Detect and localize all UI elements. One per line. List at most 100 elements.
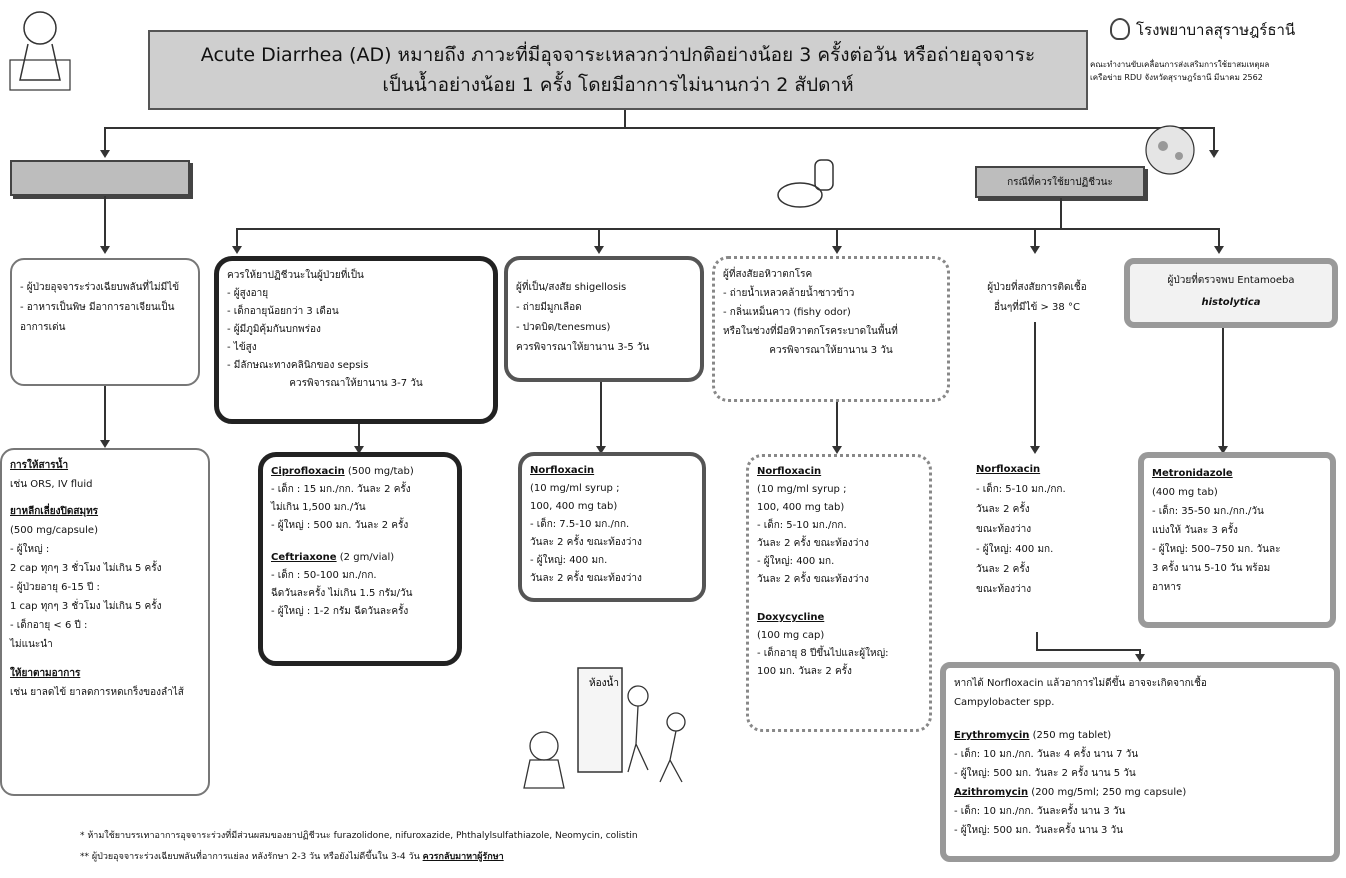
metro-name: Metronidazole (1152, 468, 1233, 479)
restroom-illustration: ห้องน้ำ (523, 667, 686, 789)
no-abx-item: - ผู้ป่วยอุจจาระร่วงเฉียบพลันที่ไม่มีไข้ (20, 282, 180, 293)
high-risk-title: ควรให้ยาปฏิชีวนะในผู้ป่วยที่เป็น (227, 270, 364, 281)
azithromycin-name: Azithromycin (954, 787, 1029, 798)
box-norfloxacin-doxycycline: Norfloxacin (10 mg/ml syrup ; 100, 400 m… (746, 454, 932, 732)
shigella-title: ผู้ที่เป็น/สงสัย shigellosis (516, 282, 627, 293)
box-cholera: ผู้ที่สงสัยอหิวาตกโรค - ถ่ายน้ำเหลวคล้าย… (712, 256, 950, 402)
cipro-line: - เด็ก : 15 มก./กก. วันละ 2 ครั้ง (271, 484, 411, 495)
norflox-chol-line: - เด็ก: 5-10 มก./กก. (757, 520, 847, 531)
title-line-1: Acute Diarrhea (AD) หมายถึง ภาวะที่มีอุจ… (200, 44, 1036, 66)
organization-header: โรงพยาบาลสุราษฎร์ธานี คณะทำงานขับเคลื่อน… (1090, 18, 1340, 84)
credit-line-1: คณะทำงานขับเคลื่อนการส่งเสริมการใช้ยาสมเ… (1090, 60, 1270, 69)
absorbent-line: - เด็กอายุ < 6 ปี : (10, 620, 88, 631)
absorbent-line: 2 cap ทุกๆ 3 ชั่วโมง ไม่เกิน 5 ครั้ง (10, 563, 162, 574)
norflox-shig-line: วันละ 2 ครั้ง ขณะท้องว่าง (530, 537, 642, 548)
category-antibiotic: กรณีที่ควรใช้ยาปฏิชีวนะ (975, 166, 1145, 198)
erythromycin-name: Erythromycin (954, 730, 1030, 741)
patient-doodle-icon (9, 11, 71, 91)
credit-line-2: เครือข่าย RDU จังหวัดสุราษฎร์ธานี มีนาคม… (1090, 73, 1263, 82)
azithromycin-line: - เด็ก: 10 มก./กก. วันละครั้ง นาน 3 วัน (954, 806, 1126, 817)
shigella-item: - ปวดบิด/tenesmus) (516, 322, 611, 333)
box-no-abx-indication: - ผู้ป่วยอุจจาระร่วงเฉียบพลันที่ไม่มีไข้… (10, 258, 200, 386)
org-name: โรงพยาบาลสุราษฎร์ธานี (1136, 21, 1296, 39)
cholera-item: - ถ่ายน้ำเหลวคล้ายน้ำซาวข้าว (723, 288, 855, 299)
high-risk-duration: ควรพิจารณาให้ยานาน 3-7 วัน (289, 378, 423, 389)
cipro-name: Ciprofloxacin (271, 466, 345, 477)
amoeba-line-2: histolytica (1201, 297, 1261, 308)
box-supportive-care: การให้สารน้ำ เช่น ORS, IV fluid ยาหลีกเล… (0, 448, 210, 796)
box-cipro-ceftriaxone: Ciprofloxacin (500 mg/tab) - เด็ก : 15 ม… (258, 452, 462, 666)
cholera-item: หรือในช่วงที่มีอหิวาตกโรคระบาดในพื้นที่ (723, 326, 898, 337)
norflox-chol-line: 100, 400 mg tab) (757, 502, 845, 513)
ceftriaxone-line: - ผู้ใหญ่ : 1-2 กรัม ฉีดวันละครั้ง (271, 606, 409, 617)
absorbent-dose: (500 mg/capsule) (10, 525, 98, 536)
footnote-2-emphasis: ควรกลับมาหาผู้รักษา (422, 852, 504, 862)
no-abx-item: - อาหารเป็นพิษ มีอาการอาเจียนเป็นอาการเด… (20, 302, 175, 333)
erythromycin-line: - ผู้ใหญ่: 500 มก. วันละ 2 ครั้ง นาน 5 ว… (954, 768, 1136, 779)
doxycycline-line: - เด็กอายุ 8 ปีขึ้นไปและผู้ใหญ่: (757, 648, 889, 659)
box-metronidazole: Metronidazole (400 mg tab) - เด็ก: 35-50… (1138, 452, 1336, 628)
norflox-chol-name: Norfloxacin (757, 466, 822, 477)
box-fever: ผู้ป่วยที่สงสัยการติดเชื้อ อื่นๆที่มีไข้… (960, 272, 1114, 322)
absorbent-line: - ผู้ป่วยอายุ 6-15 ปี : (10, 582, 100, 593)
metro-line: แบ่งให้ วันละ 3 ครั้ง (1152, 525, 1238, 536)
fluids-heading: การให้สารน้ำ (10, 460, 69, 471)
pills-icon (777, 159, 834, 208)
campylo-intro-1: หากได้ Norfloxacin แล้วอาการไม่ดีขึ้น อา… (954, 678, 1207, 689)
azithromycin-line: - ผู้ใหญ่: 500 มก. วันละครั้ง นาน 3 วัน (954, 825, 1123, 836)
absorbent-line: 1 cap ทุกๆ 3 ชั่วโมง ไม่เกิน 5 ครั้ง (10, 601, 162, 612)
norflox-fever-line: วันละ 2 ครั้ง (976, 564, 1030, 575)
absorbent-line: - ผู้ใหญ่ : (10, 544, 50, 555)
absorbent-heading: ยาหลีกเลี่ยงปิดสมุทร (10, 506, 99, 517)
norflox-shig-line: (10 mg/ml syrup ; (530, 483, 620, 494)
category-no-antibiotic (10, 160, 190, 196)
norflox-chol-line: วันละ 2 ครั้ง ขณะท้องว่าง (757, 538, 869, 549)
norflox-chol-line: - ผู้ใหญ่: 400 มก. (757, 556, 835, 567)
org-subtitle (1110, 42, 1340, 52)
ceftriaxone-dose: (2 gm/vial) (336, 552, 395, 563)
box-norfloxacin-fever: Norfloxacin - เด็ก: 5-10 มก./กก. วันละ 2… (972, 460, 1112, 630)
fever-line-1: ผู้ป่วยที่สงสัยการติดเชื้อ (987, 282, 1087, 293)
footnote-2: ** ผู้ป่วยอุจจาระร่วงเฉียบพลันที่อาการแย… (80, 849, 504, 863)
doxycycline-line: (100 mg cap) (757, 630, 825, 641)
norflox-chol-line: (10 mg/ml syrup ; (757, 484, 847, 495)
metro-line: (400 mg tab) (1152, 487, 1218, 498)
ceftriaxone-line: ฉีดวันละครั้ง ไม่เกิน 1.5 กรัม/วัน (271, 588, 413, 599)
absorbent-line: ไม่แนะนำ (10, 639, 53, 650)
title-banner: Acute Diarrhea (AD) หมายถึง ภาวะที่มีอุจ… (148, 30, 1088, 110)
symptomatic-heading: ให้ยาตามอาการ (10, 668, 81, 679)
ceftriaxone-line: - เด็ก : 50-100 มก./กก. (271, 570, 377, 581)
fluids-text: เช่น ORS, IV fluid (10, 479, 93, 490)
cipro-line: ไม่เกิน 1,500 มก./วัน (271, 502, 366, 513)
high-risk-item: - มีลักษณะทางคลินิกของ sepsis (227, 360, 369, 371)
metro-line: 3 ครั้ง นาน 5-10 วัน พร้อม (1152, 563, 1271, 574)
norflox-fever-line: วันละ 2 ครั้ง (976, 504, 1030, 515)
campylo-intro-2: Campylobacter spp. (954, 697, 1055, 708)
box-amoeba: ผู้ป่วยที่ตรวจพบ Entamoeba histolytica (1124, 258, 1338, 328)
amoeba-line-1: ผู้ป่วยที่ตรวจพบ Entamoeba (1167, 275, 1295, 286)
high-risk-item: - ผู้มีภูมิคุ้มกันบกพร่อง (227, 324, 321, 335)
metro-line: อาหาร (1152, 582, 1182, 593)
hospital-seal-icon (1110, 18, 1130, 40)
cholera-title: ผู้ที่สงสัยอหิวาตกโรค (723, 269, 813, 280)
cipro-line: - ผู้ใหญ่ : 500 มก. วันละ 2 ครั้ง (271, 520, 409, 531)
norflox-shig-line: - ผู้ใหญ่: 400 มก. (530, 555, 608, 566)
norflox-shig-line: - เด็ก: 7.5-10 มก./กก. (530, 519, 630, 530)
box-norfloxacin-shigella: Norfloxacin (10 mg/ml syrup ; 100, 400 m… (518, 452, 706, 602)
footnote-2-text: ** ผู้ป่วยอุจจาระร่วงเฉียบพลันที่อาการแย… (80, 852, 423, 862)
title-line-2: เป็นน้ำอย่างน้อย 1 ครั้ง โดยมีอาการไม่นา… (382, 74, 854, 96)
norflox-fever-name: Norfloxacin (976, 464, 1041, 475)
fever-line-2: อื่นๆที่มีไข้ > 38 °C (994, 302, 1080, 313)
ceftriaxone-name: Ceftriaxone (271, 552, 337, 563)
box-shigellosis: ผู้ที่เป็น/สงสัย shigellosis - ถ่ายมีมูก… (504, 256, 704, 382)
norflox-fever-line: - เด็ก: 5-10 มก./กก. (976, 484, 1066, 495)
cholera-duration: ควรพิจารณาให้ยานาน 3 วัน (769, 345, 893, 356)
high-risk-item: - ผู้สูงอายุ (227, 288, 269, 299)
door-sign: ห้องน้ำ (589, 675, 619, 689)
footnote-1: * ห้ามใช้ยาบรรเทาอาการอุจจาระร่วงที่มีส่… (80, 831, 638, 841)
cipro-dose: (500 mg/tab) (344, 466, 414, 477)
bacteria-icon (1145, 125, 1195, 175)
box-campylobacter: หากได้ Norfloxacin แล้วอาการไม่ดีขึ้น อา… (940, 662, 1340, 862)
cholera-item: - กลิ่นเหม็นคาว (fishy odor) (723, 307, 851, 318)
norflox-shig-name: Norfloxacin (530, 465, 595, 476)
